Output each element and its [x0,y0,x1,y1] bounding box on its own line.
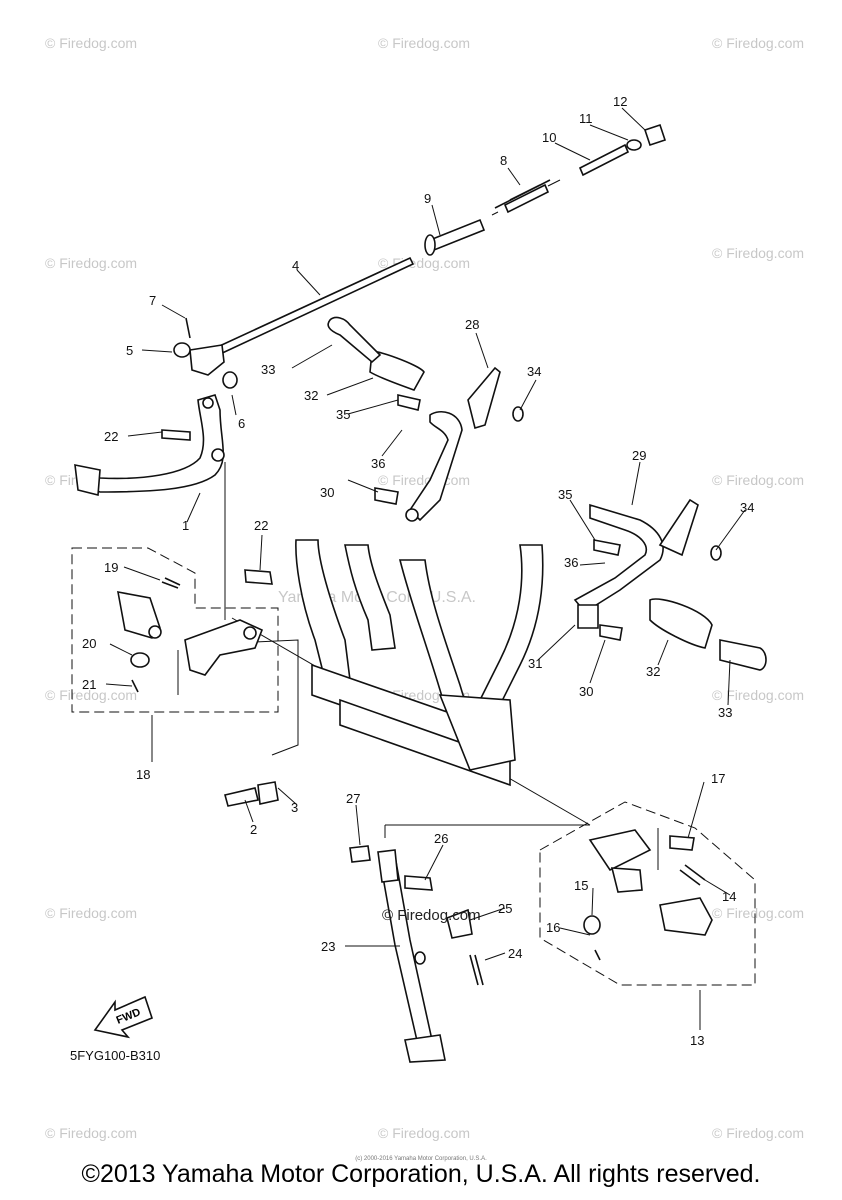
callout-1: 1 [182,518,189,533]
callout-30: 30 [320,485,334,500]
watermark: © Firedog.com [378,472,470,488]
leader-lines [177,462,659,870]
left-footrest [117,429,273,693]
bolt-nut [224,781,279,807]
callout-33: 33 [261,362,275,377]
footer-small-copyright: (c) 2000-2016 Yamaha Motor Corporation, … [355,1156,487,1162]
watermark: © Firedog.com [45,35,137,51]
callout-4: 4 [292,258,299,273]
callout-34: 34 [527,364,541,379]
watermark: © Firedog.com [712,905,804,921]
callout-21: 21 [82,677,96,692]
footrest-bracket-29 [573,498,767,671]
watermark: © Firedog.com [378,1125,470,1141]
callouts: 1 2 3 4 5 6 7 8 9 10 11 12 13 14 15 16 1… [82,94,754,1048]
callout-29: 29 [632,448,646,463]
callout-15: 15 [574,878,588,893]
callout-6: 6 [238,416,245,431]
footrest-bracket-28 [327,316,524,522]
watermark: © Firedog.com [712,35,804,51]
callout-30b: 30 [579,684,593,699]
watermark: © Firedog.com [712,687,804,703]
watermark: © Firedog.com [712,1125,804,1141]
callout-25: 25 [498,901,512,916]
callout-36: 36 [371,456,385,471]
callout-36b: 36 [564,555,578,570]
side-stand [349,845,484,1063]
callout-24: 24 [508,946,522,961]
callout-leaders [105,107,746,1030]
footer-copyright: ©2013 Yamaha Motor Corporation, U.S.A. A… [81,1160,761,1188]
watermark: © Firedog.com [45,255,137,271]
callout-17: 17 [711,771,725,786]
frame [295,539,544,787]
callout-20: 20 [82,636,96,651]
rod-assembly [173,123,667,389]
callout-34b: 34 [740,500,754,515]
watermark: © Firedog.com [712,245,804,261]
callout-22b: 22 [254,518,268,533]
firedog-mid: © Firedog.com [382,907,481,924]
callout-32b: 32 [646,664,660,679]
callout-35: 35 [336,407,350,422]
callout-33b: 33 [718,705,732,720]
watermark: © Firedog.com [45,687,137,703]
watermark: © Firedog.com [45,905,137,921]
callout-28: 28 [465,317,479,332]
callout-9: 9 [424,191,431,206]
right-footrest [583,829,713,961]
diagram-code: 5FYG100-B310 [70,1048,160,1063]
watermark: © Firedog.com [712,472,804,488]
group-box-13 [539,801,756,986]
watermark: © Firedog.com [378,35,470,51]
callout-11: 11 [579,111,593,126]
callout-16: 16 [546,920,560,935]
fwd-arrow-icon: FWD [93,995,153,1039]
callout-3: 3 [291,800,298,815]
callout-10: 10 [542,130,556,145]
callout-14: 14 [722,889,736,904]
callout-23: 23 [321,939,335,954]
callout-32: 32 [304,388,318,403]
callout-5: 5 [126,343,133,358]
callout-26: 26 [434,831,448,846]
callout-22: 22 [104,429,118,444]
callout-2: 2 [250,822,257,837]
callout-12: 12 [613,94,627,109]
brake-pedal [74,394,225,497]
callout-31: 31 [528,656,542,671]
callout-19: 19 [104,560,118,575]
callout-8: 8 [500,153,507,168]
callout-18: 18 [136,767,150,782]
callout-7: 7 [149,293,156,308]
callout-27: 27 [346,791,360,806]
group-box-18 [71,547,279,713]
watermark: © Firedog.com [45,1125,137,1141]
callout-13: 13 [690,1033,704,1048]
callout-35b: 35 [558,487,572,502]
